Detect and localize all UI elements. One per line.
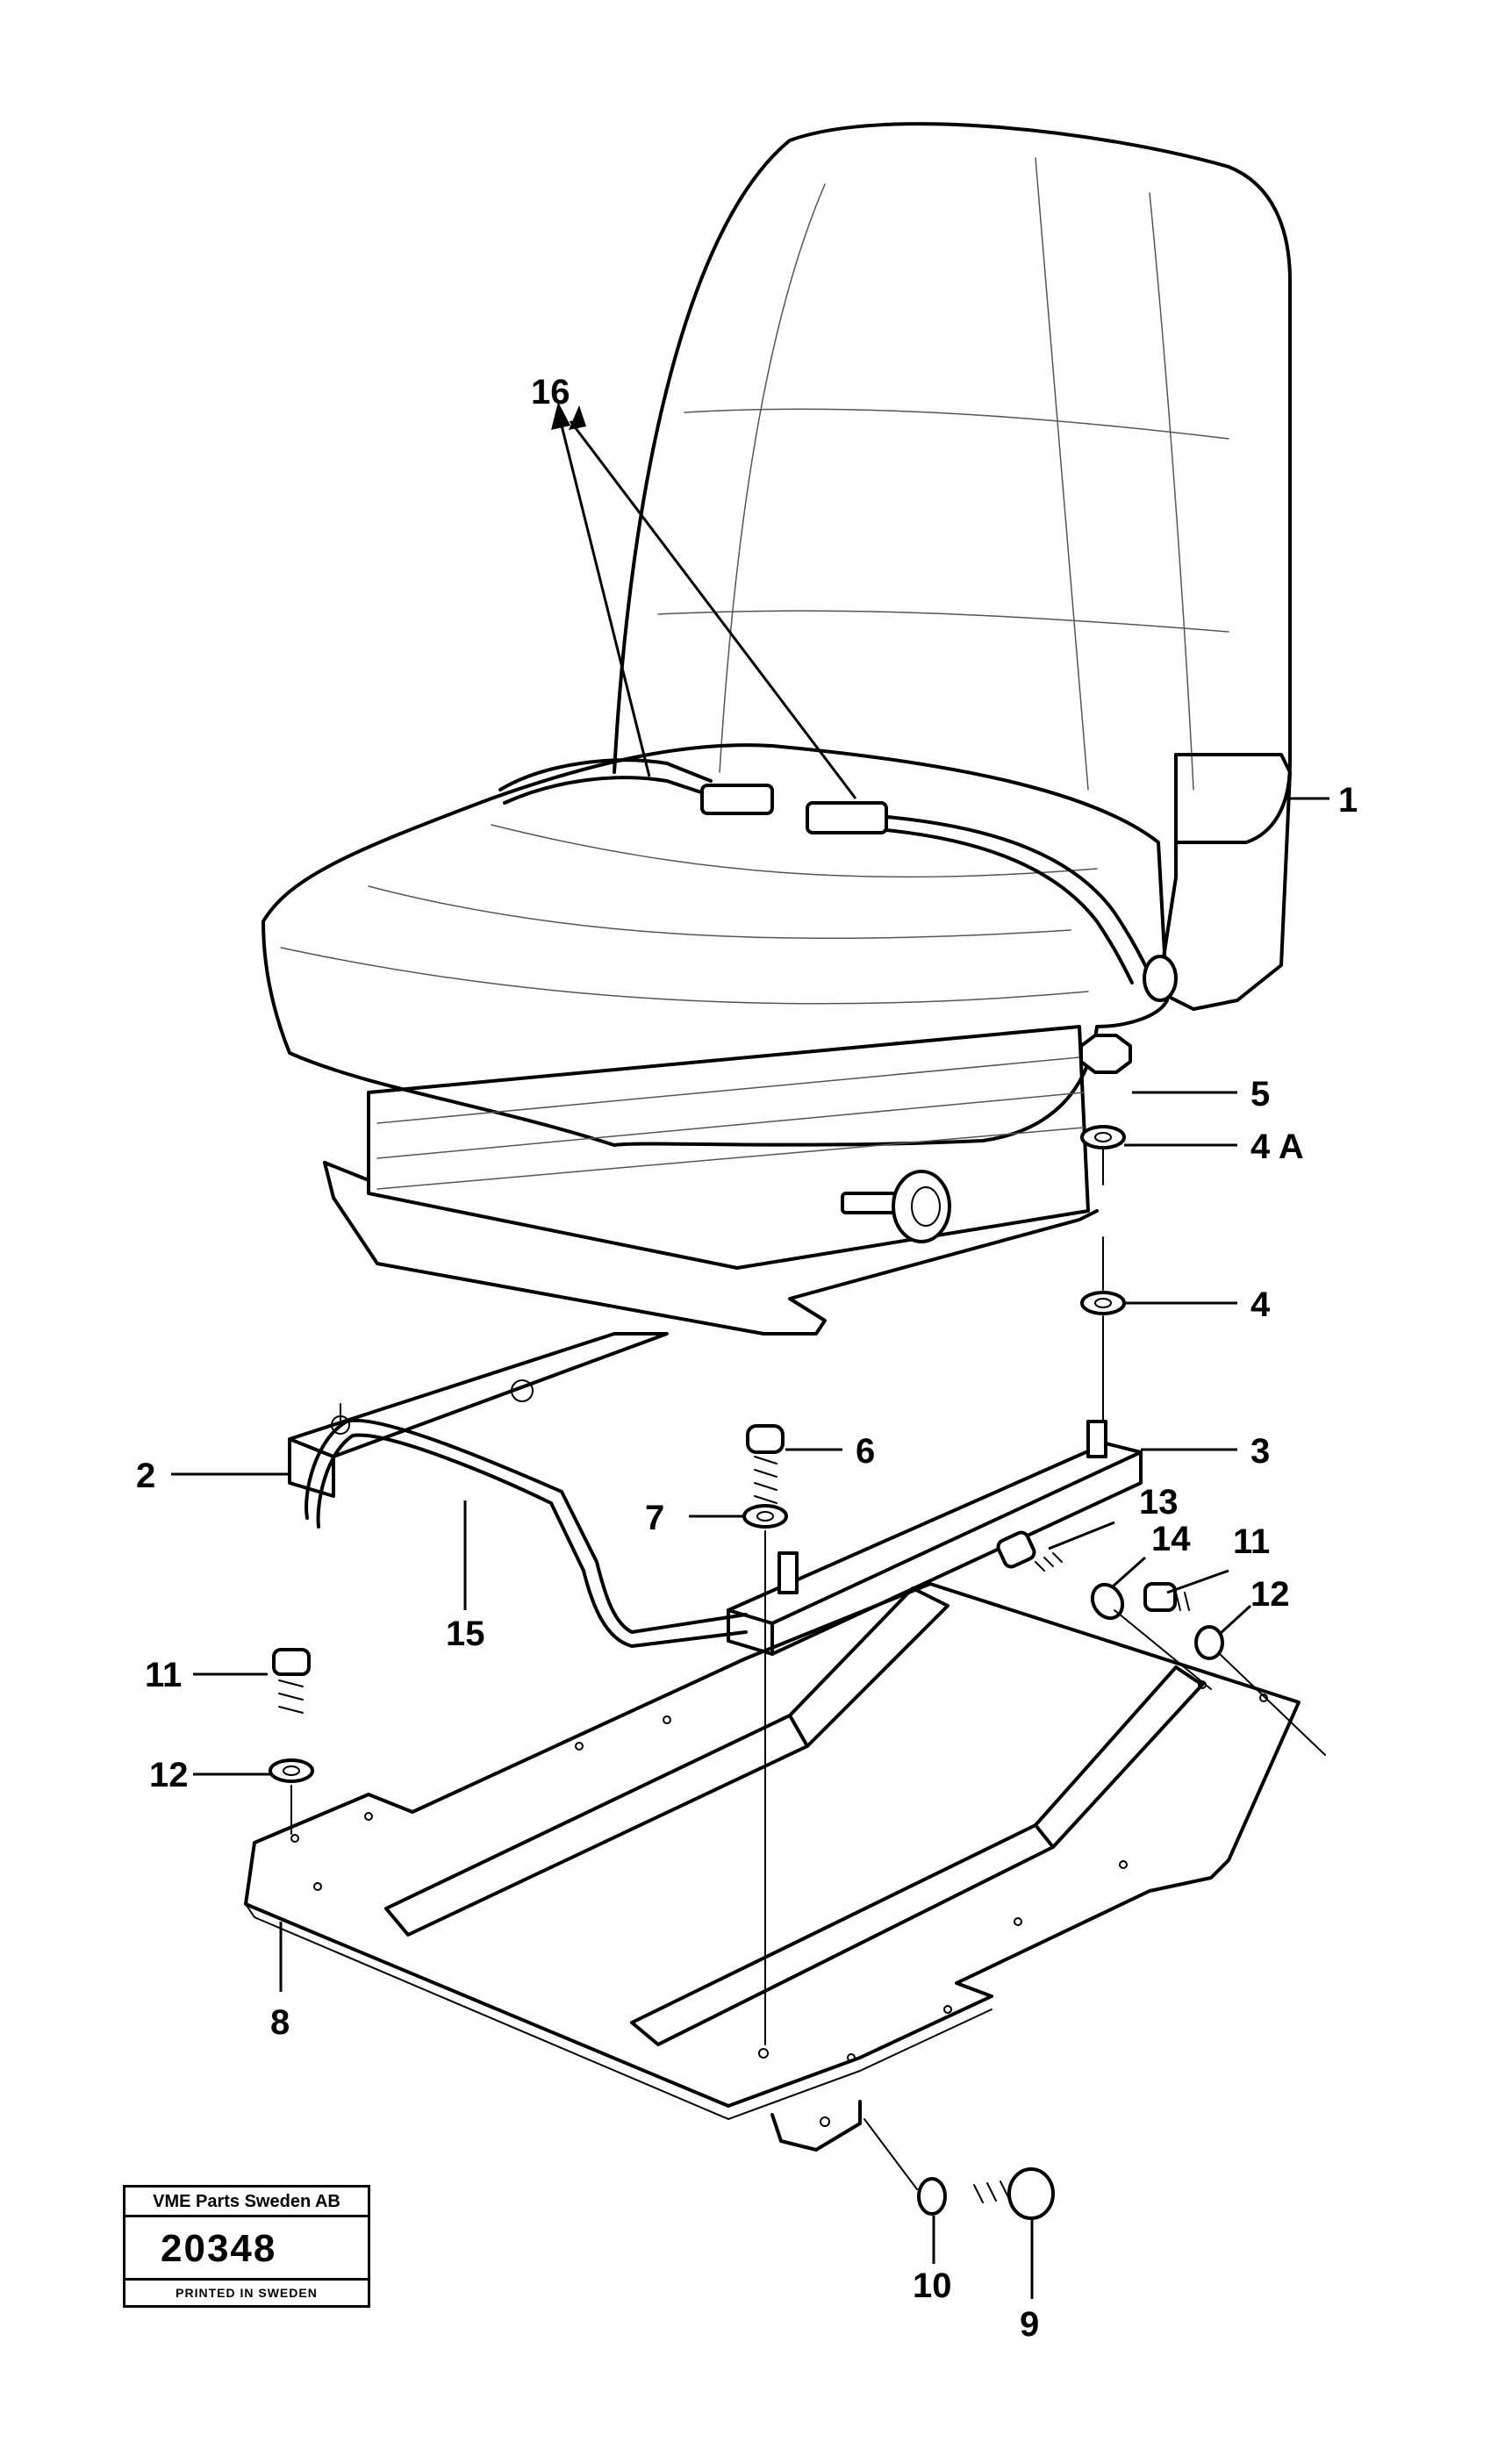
callout-11-left: 11 [145, 1656, 182, 1694]
callout-1: 1 [1338, 781, 1358, 820]
callout-14: 14 [1151, 1520, 1191, 1558]
callout-8: 8 [270, 2003, 290, 2042]
suspension-base [323, 1025, 1099, 1336]
seat-cushion [262, 743, 1169, 1147]
callout-4a: 4 A [1250, 1128, 1304, 1166]
fasteners [269, 1034, 1224, 2220]
callout-5: 5 [1250, 1075, 1270, 1114]
callout-11-right: 11 [1233, 1522, 1270, 1561]
callout-7: 7 [645, 1499, 664, 1537]
seat-belt [498, 758, 1178, 1002]
leader-lines [171, 402, 1329, 2299]
callout-6: 6 [856, 1432, 875, 1471]
callout-3: 3 [1250, 1432, 1270, 1471]
callout-13: 13 [1139, 1483, 1179, 1522]
seat-backrest [613, 122, 1292, 1011]
callout-12-left: 12 [149, 1756, 189, 1794]
stamp-drawing-number: 20348 [125, 2217, 368, 2281]
callout-9: 9 [1020, 2305, 1039, 2344]
callout-12-right: 12 [1250, 1575, 1290, 1614]
release-handle [305, 1418, 748, 1648]
callout-16: 16 [531, 373, 570, 412]
stamp-company: VME Parts Sweden AB [125, 2188, 368, 2217]
callout-4: 4 [1250, 1285, 1271, 1324]
stamp-printed-note: PRINTED IN SWEDEN [176, 2286, 318, 2300]
callout-10: 10 [913, 2267, 952, 2305]
mounting-plate [244, 1582, 1301, 2152]
callout-2: 2 [136, 1457, 155, 1495]
callout-labels: 1 2 3 4 4 A 5 6 7 8 9 10 11 11 12 12 13 … [136, 373, 1358, 2344]
callout-15: 15 [446, 1615, 485, 1653]
title-stamp: VME Parts Sweden AB 20348 PRINTED IN SWE… [123, 2185, 370, 2308]
